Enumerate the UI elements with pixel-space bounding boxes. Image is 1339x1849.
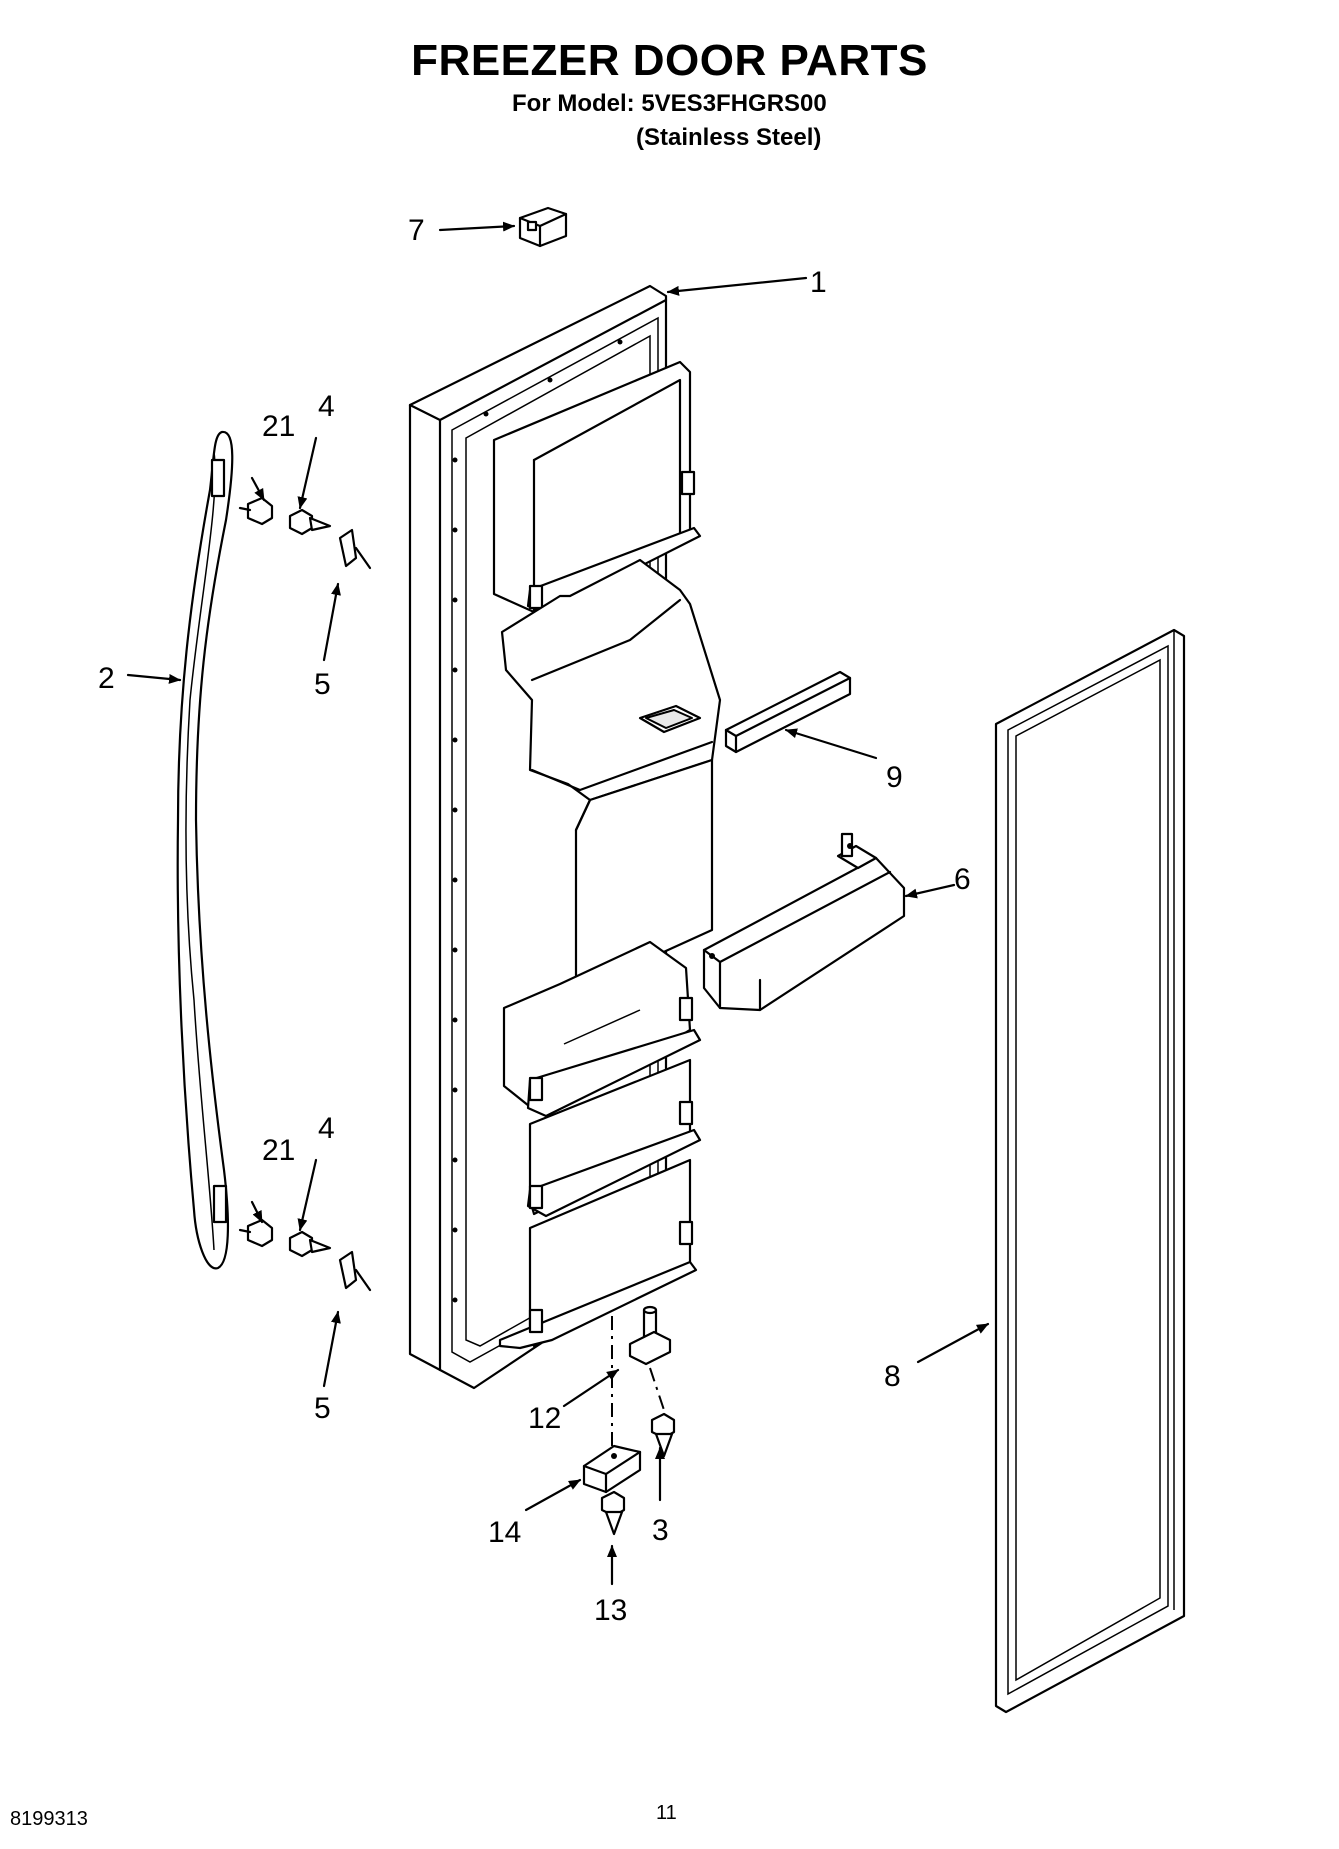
page-title: FREEZER DOOR PARTS — [411, 36, 928, 85]
leader-21-top — [250, 476, 266, 502]
leader-6 — [904, 883, 956, 899]
handle-screw-top — [238, 496, 274, 526]
callout-14: 14 — [488, 1516, 521, 1549]
callout-1: 1 — [810, 266, 827, 299]
door-assembly — [408, 284, 722, 1390]
leader-21-bottom — [250, 1200, 264, 1224]
callout-5-top: 5 — [314, 668, 331, 701]
callout-4-bottom: 4 — [318, 1112, 335, 1145]
callout-3: 3 — [652, 1514, 669, 1547]
freezer-door-shelf — [702, 832, 906, 1012]
callout-8: 8 — [884, 1360, 901, 1393]
handle-clip-top — [338, 528, 372, 570]
leader-12 — [562, 1368, 620, 1408]
page-number: 11 — [656, 1802, 677, 1824]
leader-8 — [916, 1322, 990, 1364]
hinge-bracket — [582, 1444, 642, 1494]
callout-13: 13 — [594, 1594, 627, 1627]
mounting-screw-bottom — [288, 1230, 332, 1258]
leader-4-top — [297, 436, 318, 510]
leader-14 — [524, 1478, 582, 1512]
handle-screw-bottom — [238, 1218, 274, 1248]
callout-21-bottom: 21 — [262, 1134, 295, 1167]
hinge-pin — [628, 1305, 672, 1366]
door-screw-holes — [452, 339, 623, 1303]
callout-9: 9 — [886, 761, 903, 794]
dispenser-rail — [724, 670, 852, 754]
bracket-screw — [600, 1490, 626, 1536]
model-variant: (Stainless Steel) — [636, 124, 822, 151]
door-cap — [518, 206, 568, 248]
leader-5-top — [322, 582, 341, 662]
handle-clip-bottom — [338, 1250, 372, 1292]
door-handle — [176, 430, 234, 1270]
callout-21-top: 21 — [262, 410, 295, 443]
leader-1 — [666, 276, 808, 296]
hinge-screw — [650, 1412, 676, 1458]
leader-7 — [438, 221, 516, 232]
callout-4-top: 4 — [318, 390, 335, 423]
leader-4-bottom — [297, 1158, 318, 1232]
leader-5-bottom — [322, 1310, 341, 1388]
callout-12: 12 — [528, 1402, 561, 1435]
callout-6: 6 — [954, 863, 971, 896]
alignment-line-screw — [649, 1367, 665, 1411]
door-gasket — [994, 628, 1186, 1714]
callout-7: 7 — [408, 214, 425, 247]
model-number: For Model: 5VES3FHGRS00 — [512, 90, 827, 117]
callout-2: 2 — [98, 662, 115, 695]
leader-9 — [784, 728, 878, 760]
document-number: 8199313 — [10, 1808, 88, 1830]
callout-5-bottom: 5 — [314, 1392, 331, 1425]
mounting-screw-top — [288, 508, 332, 536]
leader-2 — [126, 673, 182, 684]
